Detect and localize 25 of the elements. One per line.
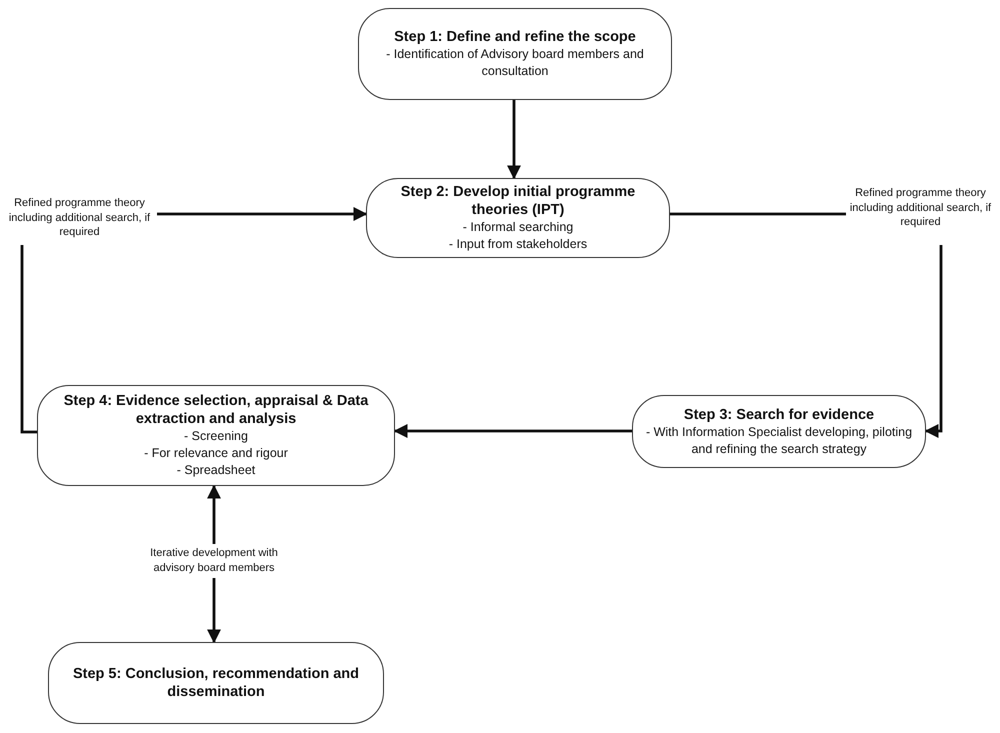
- step-heading: Step 1: Define and refine the scope: [394, 28, 636, 46]
- feedback-note: Refined programme theory including additional search, if required: [843, 183, 998, 233]
- arrow: [507, 100, 521, 180]
- step-detail: - With Information Specialist developing, piloting and refining the search strategy: [645, 424, 913, 458]
- connector-line: [20, 245, 37, 434]
- process-box: [358, 8, 672, 100]
- arrow: [157, 207, 368, 221]
- process-box: [48, 642, 384, 724]
- step-heading: Step 5: Conclusion, recommendation and dissemination: [72, 664, 360, 702]
- step-detail: - Informal searching: [462, 219, 574, 236]
- step-detail: - Identification of Advisory board members and consultation: [385, 46, 645, 80]
- process-box: [37, 385, 395, 486]
- process-box: [632, 395, 926, 468]
- step-detail: - Input from stakeholders: [448, 236, 588, 253]
- connector-line: [670, 212, 846, 216]
- step-detail: - For relevance and rigour: [144, 445, 288, 462]
- arrow: [924, 245, 942, 438]
- step-heading: Step 3: Search for evidence: [684, 406, 874, 424]
- step-detail: - Screening: [184, 428, 248, 446]
- arrow: [394, 424, 632, 438]
- step-detail: - Spreadsheet: [176, 462, 256, 479]
- feedback-note: Refined programme theory including additional search, if required: [2, 193, 157, 243]
- step-heading: Step 2: Develop initial programme theories (IPT): [400, 183, 636, 220]
- step-heading: Step 4: Evidence selection, appraisal & Data extraction and analysis: [62, 392, 370, 428]
- process-box: [366, 178, 670, 258]
